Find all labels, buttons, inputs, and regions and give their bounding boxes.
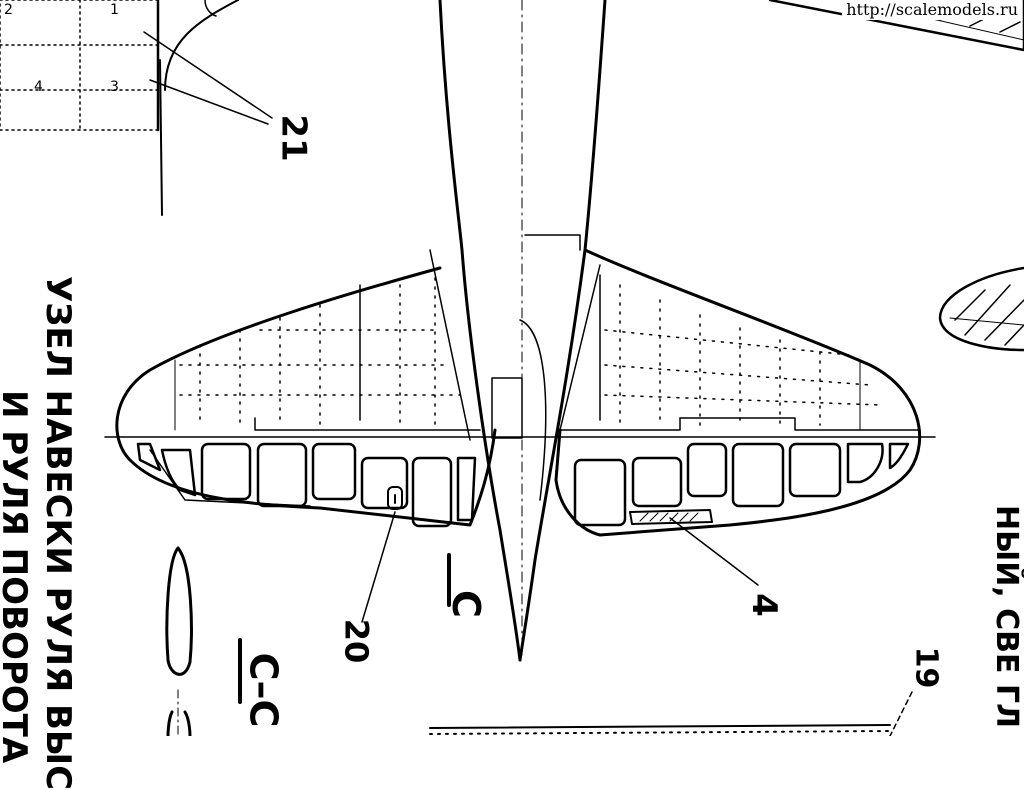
leader-20 bbox=[361, 511, 396, 623]
side-title-line1: УЗЕЛ НАВЕСКИ РУЛЯ ВЫС bbox=[38, 276, 78, 790]
panel-grid bbox=[0, 0, 239, 216]
hatched-profile-right bbox=[938, 266, 1024, 352]
right-stabilizer bbox=[554, 248, 922, 537]
right-stab-rivets bbox=[604, 284, 881, 426]
right-hatching-4 bbox=[639, 512, 699, 522]
rivet-strip bbox=[429, 724, 891, 735]
leader-4 bbox=[669, 517, 759, 586]
vertical-profile-bottom-left bbox=[165, 546, 193, 736]
panel-number: 3 bbox=[110, 79, 119, 95]
fuselage-outline bbox=[429, 0, 607, 662]
left-elevator-ribs bbox=[136, 442, 477, 528]
watermark[interactable]: http://scalemodels.ru bbox=[842, 0, 1022, 20]
leader-19 bbox=[889, 691, 913, 736]
left-stab-rivets bbox=[179, 277, 461, 426]
section-mark-c: C bbox=[443, 590, 488, 618]
callout-20: 20 bbox=[337, 618, 376, 664]
section-mark-c-c: C–C bbox=[241, 652, 286, 728]
left-hinge-20 bbox=[387, 486, 403, 510]
right-elevator-ribs bbox=[573, 442, 910, 527]
side-title-line2: И РУЛЯ ПОВОРОТА bbox=[0, 390, 34, 764]
callout-19: 19 bbox=[908, 646, 944, 689]
callout-4: 4 bbox=[743, 593, 784, 617]
panel-number: 2 bbox=[4, 2, 13, 18]
leader-21 bbox=[143, 31, 273, 125]
side-text-right: НЫЙ, СВЕ ГЛ bbox=[989, 505, 1024, 728]
callout-21: 21 bbox=[273, 114, 314, 162]
panel-number: 4 bbox=[34, 79, 43, 95]
tail-assembly-drawing bbox=[0, 0, 1024, 736]
panel-number: 1 bbox=[110, 2, 119, 18]
